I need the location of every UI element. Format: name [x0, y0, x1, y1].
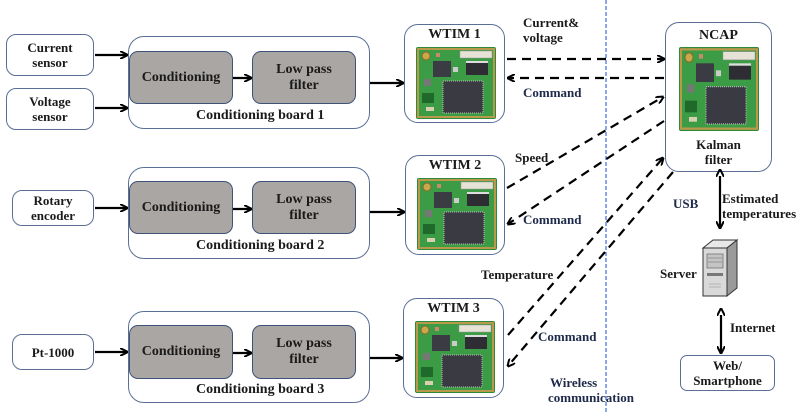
wtim-1: WTIM 1: [404, 24, 505, 123]
kalman-line-2: filter: [704, 152, 733, 167]
server-icon: [701, 238, 739, 298]
wtim3-command-label: Command: [538, 329, 597, 344]
filter-label-2b: filter: [289, 207, 319, 223]
board-label-3: Conditioning board 3: [196, 382, 325, 397]
web-smartphone-box: Web/Smartphone: [680, 355, 775, 391]
wtim-2: WTIM 2: [405, 155, 505, 255]
conditioning-label-3: Conditioning: [141, 344, 221, 359]
conditioning-label-2: Conditioning: [141, 199, 221, 215]
current-voltage-label: Current&voltage: [523, 15, 579, 45]
internet-label: Internet: [730, 320, 776, 335]
link-wtim3-command: [508, 171, 674, 366]
voltage-sensor-label: Voltage: [29, 94, 71, 109]
pt1000-label: Pt-1000: [31, 344, 75, 360]
pcb-module-icon: [416, 47, 496, 119]
server-label: Server: [660, 266, 697, 281]
estimated-line-2: temperatures: [722, 206, 797, 221]
pcb-module-icon: [415, 321, 495, 393]
usb-label: USB: [673, 196, 699, 211]
wtim2-command-label: Command: [523, 212, 582, 227]
speed-label: Speed: [515, 150, 549, 165]
web-label: Web/: [713, 358, 742, 373]
rotary-encoder-label-2: encoder: [30, 208, 76, 223]
pcb-module-icon: [417, 178, 497, 250]
kalman-line-1: Kalman: [696, 137, 741, 152]
link-wtim2-speed: [506, 97, 663, 189]
filter-label-1: Low pass: [276, 61, 332, 77]
current-voltage-line-1: Current&: [523, 15, 580, 30]
board-label-2: Conditioning board 2: [196, 238, 325, 253]
wireless-line-1: Wireless: [550, 375, 598, 390]
conditioning-block-1: Conditioning: [129, 51, 233, 104]
temperature-label: Temperature: [481, 267, 554, 282]
pt1000-box: Pt-1000: [12, 334, 94, 370]
estimated-line-1: Estimated: [722, 191, 779, 206]
conditioning-block-3: Conditioning: [129, 325, 233, 379]
board-label-1: Conditioning board 1: [196, 108, 325, 123]
wtim-3: WTIM 3: [403, 298, 504, 398]
filter-label-1b: filter: [289, 77, 319, 93]
filter-label-3: Low pass: [276, 336, 332, 351]
current-sensor-label: Current: [27, 40, 73, 55]
smartphone-label: Smartphone: [693, 373, 762, 388]
conditioning-label-1: Conditioning: [141, 69, 221, 85]
conditioning-block-2: Conditioning: [129, 181, 233, 234]
voltage-sensor-label-2: sensor: [32, 109, 68, 124]
filter-label-2: Low pass: [276, 191, 332, 207]
wtim1-command-label: Command: [523, 85, 582, 100]
link-wtim3-temperature: [507, 158, 663, 336]
link-wtim2-command: [508, 120, 665, 224]
wireless-line-2: communication: [548, 390, 634, 405]
wtim-2-title: WTIM 2: [428, 158, 482, 173]
ncap-title: NCAP: [699, 28, 738, 43]
pcb-module-icon: [679, 47, 759, 131]
current-sensor-label-2: sensor: [32, 55, 68, 70]
filter-label-3b: filter: [289, 352, 319, 367]
wtim-3-title: WTIM 3: [427, 301, 480, 316]
rotary-encoder-label: Rotary: [33, 193, 73, 208]
wtim-1-title: WTIM 1: [428, 27, 481, 42]
current-voltage-line-2: voltage: [523, 30, 563, 45]
